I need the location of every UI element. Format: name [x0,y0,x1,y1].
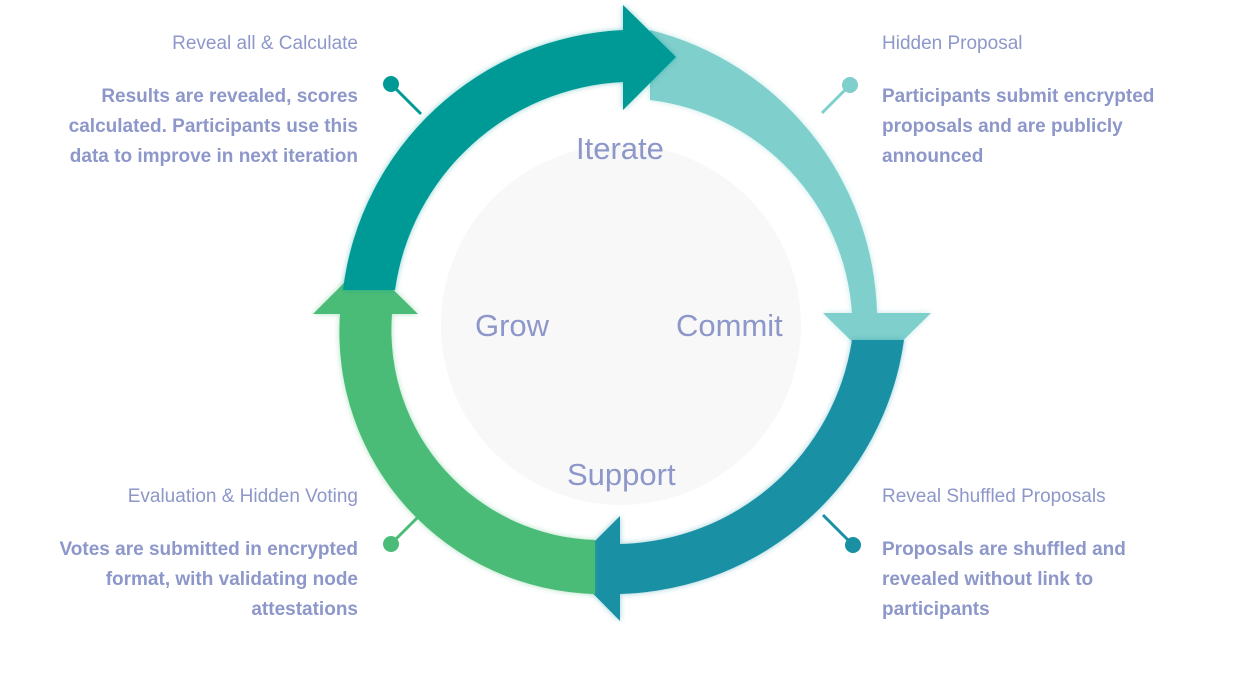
stage-description: Results are revealed, scores calculated.… [68,86,358,167]
stage-evaluation-voting: Evaluation & Hidden Voting Votes are sub… [58,485,358,625]
stage-reveal-shuffled: Reveal Shuffled Proposals Proposals are … [882,485,1172,625]
label-commit: Commit [676,308,783,343]
pin-reveal-shuffled [821,513,861,553]
stage-description: Participants submit encrypted proposals … [882,86,1155,167]
pin-hidden-proposal [820,77,858,115]
arc-reveal-calculate [343,5,676,290]
stage-description: Proposals are shuffled and revealed with… [882,539,1126,620]
pin-reveal-calculate [383,76,423,116]
stage-reveal-calculate: Reveal all & Calculate Results are revea… [58,32,358,172]
label-iterate: Iterate [576,131,664,166]
arc-evaluation-voting [313,262,595,594]
label-grow: Grow [475,308,550,343]
inner-circle [441,145,801,505]
label-support: Support [567,457,676,492]
stage-hidden-proposal: Hidden Proposal Participants submit encr… [882,32,1182,172]
arc-hidden-proposal [650,30,931,366]
arc-reveal-shuffled [568,340,904,621]
stage-title: Hidden Proposal [882,33,1023,54]
stage-description: Votes are submitted in encrypted format,… [59,539,358,620]
stage-title: Evaluation & Hidden Voting [127,486,358,507]
pin-evaluation-voting [383,512,423,552]
stage-title: Reveal Shuffled Proposals [882,486,1106,507]
stage-title: Reveal all & Calculate [172,33,358,54]
